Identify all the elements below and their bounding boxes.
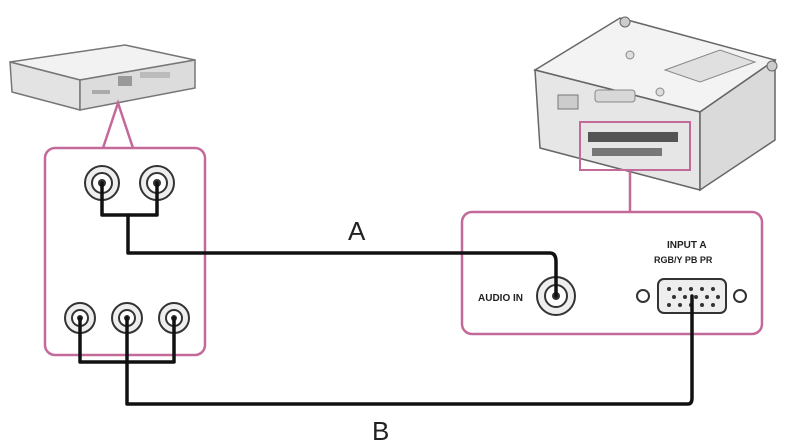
cable-b [78, 294, 694, 406]
cable-a-label: A [348, 216, 366, 246]
av-device-icon [9, 44, 196, 111]
projector-input-panel [460, 210, 764, 336]
audio-in-label: AUDIO IN [478, 293, 523, 304]
input-a-label: INPUT A [667, 240, 707, 251]
input-a-sub-label: RGB/Y PB PR [654, 255, 713, 265]
left-panel-callout [101, 99, 135, 149]
projector-icon [533, 16, 778, 192]
cable-a [100, 181, 558, 298]
cable-b-label: B [372, 416, 389, 443]
